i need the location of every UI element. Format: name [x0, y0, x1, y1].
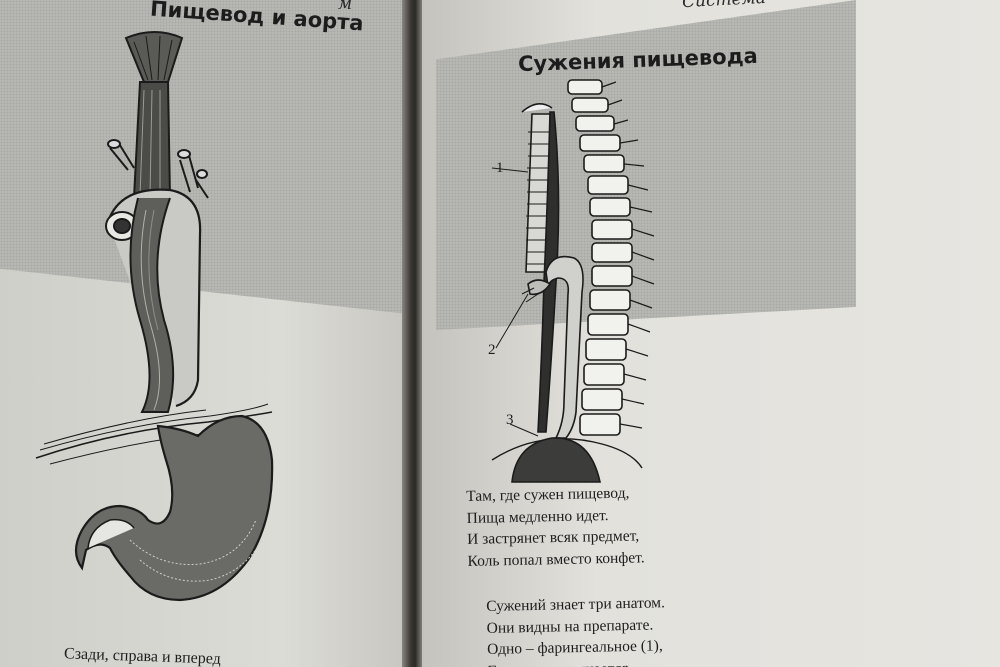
esophagus-aorta-illustration: [35, 31, 274, 602]
verse-stanza-1: Там, где сужен пищевод, Пища медленно ид…: [466, 482, 645, 572]
left-caption-line: Сзади, справа и вперед: [63, 645, 222, 667]
book-gutter: [402, 0, 424, 667]
verse-line: И застрянет всяк предмет,: [466, 527, 640, 548]
figure-label-1: 1: [496, 160, 504, 176]
verse-line: Сужений знает три анатом.: [486, 594, 666, 615]
left-shaded-band: [0, 0, 404, 314]
left-page: м Пищевод и аорта: [0, 0, 404, 667]
figure-label-2: 2: [488, 342, 496, 358]
spine: [567, 79, 633, 436]
verse-stanza-2: Сужений знает три анатом. Они видны на п…: [486, 592, 666, 667]
right-shaded-band: [436, 0, 856, 330]
right-running-head: Система: [681, 0, 767, 13]
verse-line: Одно – фарингеальное (1),: [486, 637, 663, 658]
esophagus-narrowing-illustration: [491, 79, 655, 483]
figure-label-3: 3: [506, 412, 514, 428]
left-running-head: м: [338, 0, 353, 14]
verse-line: Коль попал вместо конфет.: [467, 548, 645, 570]
verse-line: Там, где сужен пищевод,: [466, 484, 630, 505]
right-page: Система Сужения пищевода: [422, 0, 1000, 667]
